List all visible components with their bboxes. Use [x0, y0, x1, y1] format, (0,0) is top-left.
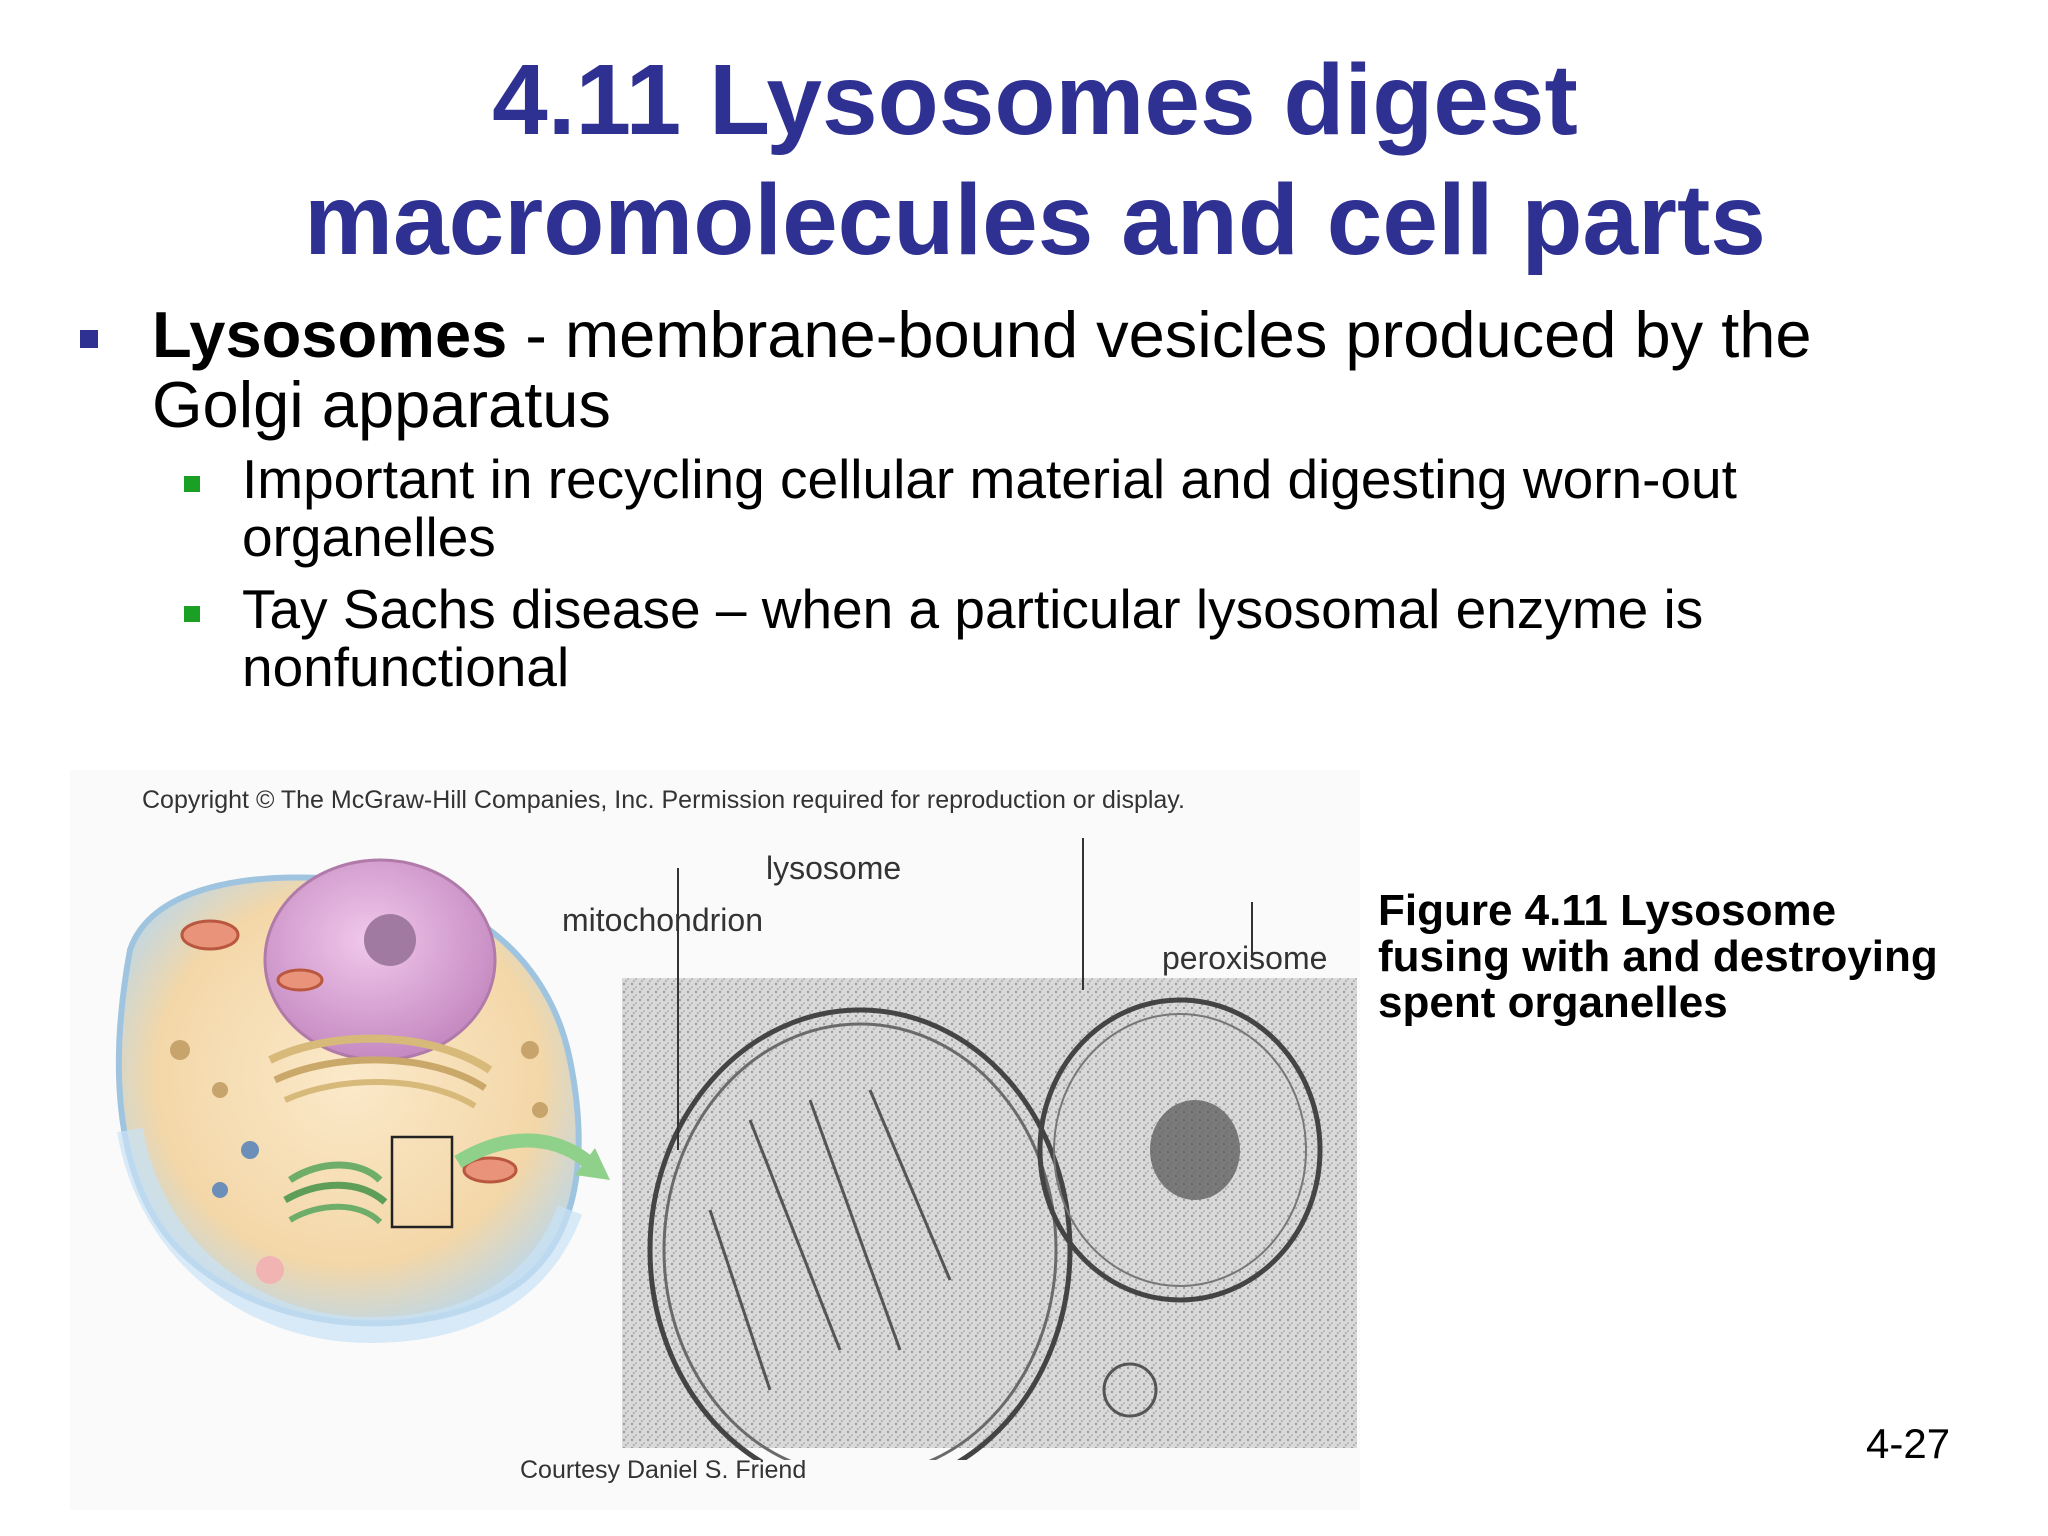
sub-bullet-text: organelles	[242, 506, 496, 568]
bullet-term: Lysosomes	[152, 298, 508, 371]
figure-credit: Courtesy Daniel S. Friend	[520, 1456, 807, 1484]
label-mitochondrion: mitochondrion	[562, 902, 763, 938]
caption-line-2: fusing with and destroying	[1378, 932, 1938, 981]
sub-bullet-tay-sachs: Tay Sachs disease – when a particular ly…	[184, 578, 1902, 698]
figure-copyright: Copyright © The McGraw-Hill Companies, I…	[142, 786, 1185, 814]
caption-line-1: Figure 4.11 Lysosome	[1378, 886, 1837, 935]
cell-illustration	[115, 838, 1357, 1460]
sub-bullet-text: Tay Sachs disease – when a particular ly…	[242, 578, 1704, 640]
title-line-2: macromolecules and cell parts	[304, 164, 1766, 276]
slide-number: 4-27	[1866, 1420, 1951, 1467]
sub-bullet-recycling: Important in recycling cellular material…	[184, 448, 1902, 568]
bullet-text-line-1: - membrane-bound vesicles produced by th…	[507, 298, 1812, 371]
bullet-lysosomes: Lysosomes - membrane-bound vesicles prod…	[70, 300, 1990, 440]
figure-caption: Figure 4.11 Lysosome fusing with and des…	[1378, 888, 1998, 1026]
bullet-list: Lysosomes - membrane-bound vesicles prod…	[70, 300, 1990, 696]
label-peroxisome: peroxisome	[1162, 940, 1328, 976]
square-bullet-icon	[80, 330, 98, 348]
caption-line-3: spent organelles	[1378, 978, 1728, 1027]
square-bullet-icon	[184, 606, 200, 622]
sub-bullet-text: Important in recycling cellular material…	[242, 448, 1737, 510]
sub-bullet-text: nonfunctional	[242, 636, 570, 698]
square-bullet-icon	[184, 476, 200, 492]
title-line-1: 4.11 Lysosomes digest	[492, 44, 1578, 156]
label-lysosome: lysosome	[766, 850, 902, 886]
slide-title: 4.11 Lysosomes digest macromolecules and…	[140, 40, 1930, 280]
figure-lysosome: Copyright © The McGraw-Hill Companies, I…	[70, 770, 1360, 1510]
bullet-text-line-2: Golgi apparatus	[152, 368, 611, 441]
